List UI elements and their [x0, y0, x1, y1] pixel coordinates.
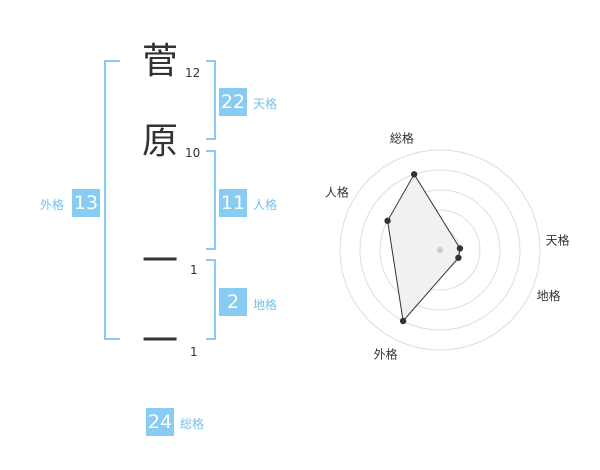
radar-point-1 [410, 171, 418, 178]
soukaku-value: 24 [146, 408, 174, 436]
radar-ring [379, 189, 501, 311]
gaikaku-label: 外格 [40, 198, 65, 212]
name-char-2: 原 [141, 121, 178, 162]
jinkaku-label: 人格 [253, 198, 278, 212]
radar-polygon-group [387, 173, 461, 323]
gaikaku-value: 13 [72, 189, 100, 217]
name-char-3: 一 [141, 241, 178, 282]
radar-polygon [387, 173, 461, 323]
name-char-4: 一 [141, 321, 178, 362]
gaikaku-bracket [104, 60, 120, 340]
radar-ring [359, 169, 521, 331]
radar-axis-label-2: 天格 [546, 233, 570, 248]
jinkaku-value: 11 [219, 189, 247, 217]
jinkaku-bracket [206, 150, 216, 250]
radar-points [384, 171, 464, 325]
tenkaku-label: 天格 [253, 97, 278, 111]
radar-point-2 [456, 245, 464, 252]
name-char-1: 菅 [141, 41, 178, 82]
radar-point-3 [455, 254, 462, 261]
stroke-count-2: 10 [185, 146, 201, 160]
radar-point-4 [399, 317, 407, 325]
chikaku-bracket [206, 259, 216, 340]
radar-axis-label-4: 外格 [374, 347, 398, 362]
stroke-count-4: 1 [190, 345, 198, 359]
radar-axis-label-3: 地格 [537, 288, 561, 303]
soukaku-label: 総格 [180, 417, 205, 431]
chikaku-label: 地格 [253, 298, 278, 312]
radar-point-5 [384, 217, 391, 224]
stroke-count-1: 12 [185, 66, 201, 80]
stroke-count-3: 1 [190, 263, 198, 277]
tenkaku-value: 22 [219, 88, 247, 116]
radar-axis-label-1: 総格 [390, 130, 414, 145]
chikaku-value: 2 [219, 288, 247, 316]
radar-axis-label-5: 人格 [325, 185, 349, 200]
tenkaku-bracket [206, 60, 216, 140]
radar-center [437, 247, 443, 253]
